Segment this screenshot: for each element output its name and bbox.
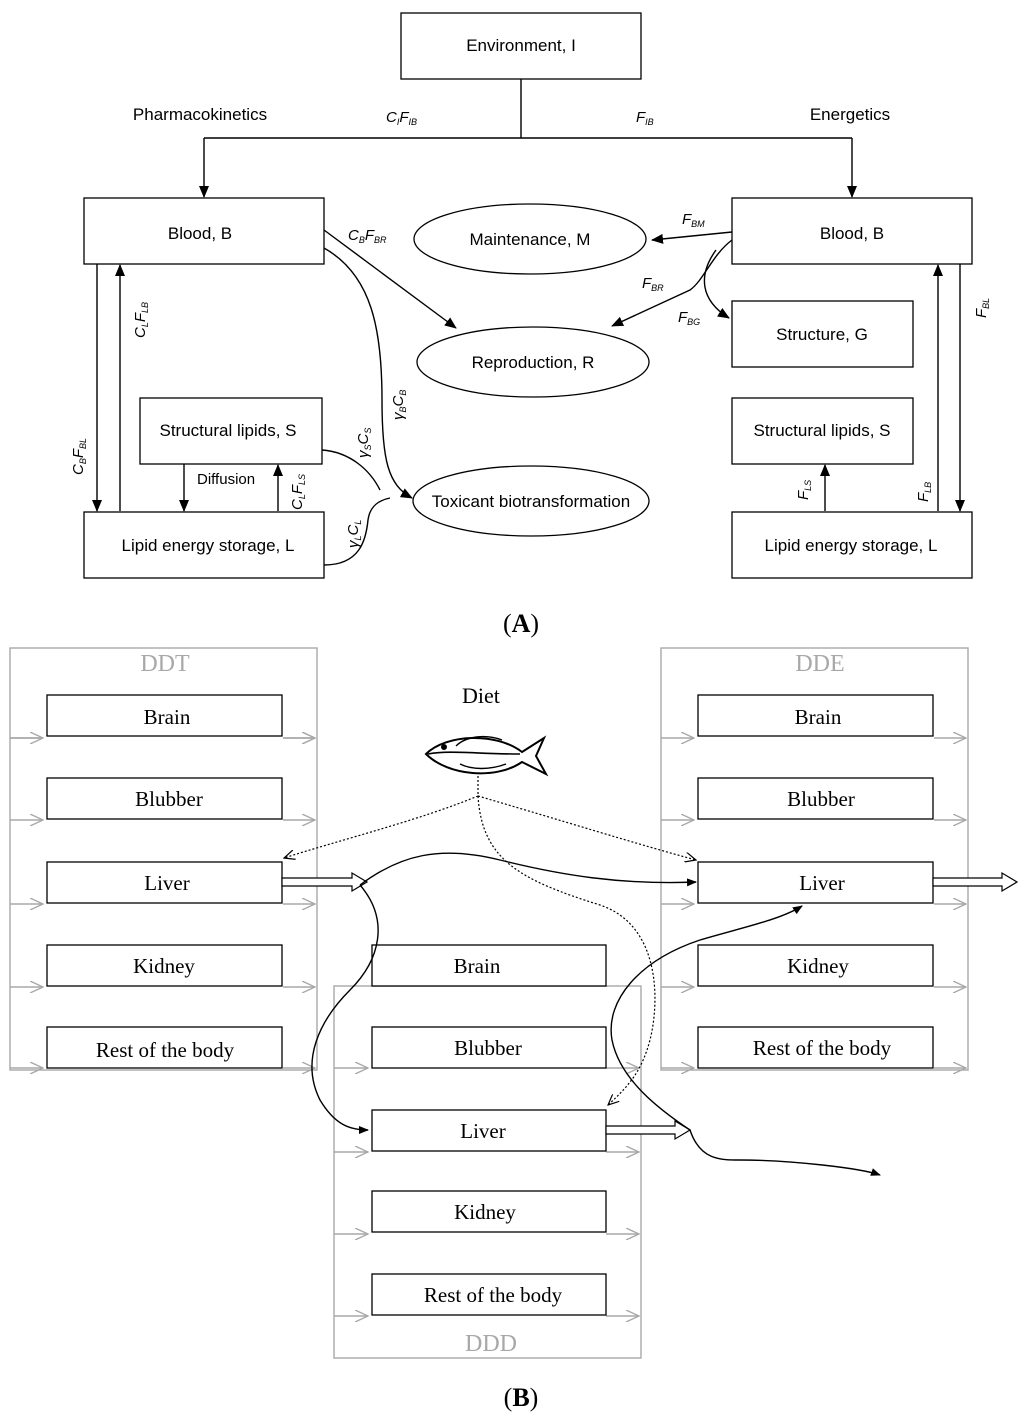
- ddt-rest-box: [46, 1026, 283, 1069]
- flow-cl-flb: CLFLB: [132, 302, 150, 338]
- structural-lipids-left-box: [139, 397, 323, 465]
- structure-label: Structure, G: [776, 325, 868, 344]
- lipid-storage-left-box: [83, 511, 325, 579]
- ddd-kidney-label: Kidney: [454, 1200, 516, 1224]
- dde-brain-box: [697, 694, 934, 737]
- flow-cb-fbl: CBFBL: [70, 438, 88, 475]
- arrow-blood-to-maintenance: [651, 231, 733, 244]
- dde-title: DDE: [795, 651, 844, 677]
- fish-icon: [424, 735, 549, 777]
- diet-label: Diet: [462, 683, 500, 708]
- panel-a: Environment, I Pharmacokinetics Energeti…: [70, 12, 991, 638]
- panel-b: DDT DDE DDD: [9, 647, 1019, 1412]
- dde-container: [660, 647, 969, 1071]
- ddd-blubber-label: Blubber: [454, 1036, 522, 1060]
- ddd-blubber-box: [371, 1026, 607, 1069]
- structural-lipids-left-label: Structural lipids, S: [160, 421, 297, 440]
- ddd-kidney-box: [371, 1190, 607, 1233]
- reproduction-label: Reproduction, R: [472, 353, 595, 372]
- environment-split-line: [204, 79, 852, 139]
- ddt-container: [9, 647, 318, 1071]
- structure-box: [731, 300, 914, 368]
- ddt-blubber-box: [46, 777, 283, 820]
- flow-fbg: FBG: [678, 309, 700, 327]
- dde-rest-label: Rest of the body: [753, 1036, 892, 1060]
- ddd-rest-label: Rest of the body: [424, 1283, 563, 1307]
- flow-gamma-b-cb: γBCB: [390, 390, 408, 420]
- blood-left-label: Blood, B: [168, 224, 232, 243]
- ddd-liver-label: Liver: [460, 1119, 505, 1143]
- maintenance-label: Maintenance, M: [470, 230, 591, 249]
- ddd-rest-box: [371, 1273, 607, 1316]
- ddt-kidney-box: [46, 944, 283, 987]
- flow-fbl: FBL: [973, 298, 991, 318]
- blood-right-label: Blood, B: [820, 224, 884, 243]
- dde-kidney-box: [697, 944, 934, 987]
- dde-kidney-label: Kidney: [787, 954, 849, 978]
- reproduction-ellipse: [416, 326, 650, 398]
- toxicant-label: Toxicant biotransformation: [432, 492, 630, 511]
- ddd-organs: Brain Blubber Liver Kidney Rest of the b…: [371, 944, 607, 1316]
- arrow-blood-to-structure: [703, 249, 730, 319]
- ddt-brain-label: Brain: [144, 705, 191, 729]
- flow-gamma-l-cl: γLCL: [345, 520, 363, 548]
- dde-organs: Brain Blubber Liver Kidney Rest of the b…: [697, 694, 934, 1069]
- lipid-storage-right-label: Lipid energy storage, L: [765, 536, 938, 555]
- dde-rest-box: [697, 1026, 934, 1069]
- arrow-blood-to-reproduction-right: [611, 239, 733, 327]
- blood-left-box: [83, 197, 325, 265]
- toxicant-ellipse: [412, 465, 650, 537]
- flow-fib: FIB: [636, 109, 654, 127]
- dde-gray-arrows: [661, 738, 966, 1068]
- dde-blubber-box: [697, 777, 934, 820]
- structural-lipids-right-label: Structural lipids, S: [754, 421, 891, 440]
- environment-label: Environment, I: [466, 36, 576, 55]
- flow-flb: FLB: [915, 482, 933, 502]
- ddt-gray-arrows: [10, 738, 315, 1068]
- panel-a-label: (A): [503, 609, 539, 638]
- metabolism-arrows: [311, 852, 881, 1176]
- panel-b-label: (B): [504, 1383, 539, 1412]
- blood-right-box: [731, 197, 973, 265]
- ddt-title: DDT: [140, 651, 190, 677]
- ddt-kidney-label: Kidney: [133, 954, 195, 978]
- lipid-storage-right-box: [731, 511, 973, 579]
- arrow-lipid-to-toxicant: [323, 497, 391, 566]
- flow-fbr: FBR: [642, 275, 664, 293]
- ddt-organs: Brain Blubber Liver Kidney Rest of the b…: [46, 694, 283, 1069]
- dde-blubber-label: Blubber: [787, 787, 855, 811]
- arrow-structural-lipids-to-toxicant: [321, 449, 381, 491]
- arrow-blood-to-reproduction: [323, 229, 457, 329]
- dde-liver-label: Liver: [799, 871, 844, 895]
- structural-lipids-right-box: [731, 397, 914, 465]
- ddt-liver-label: Liver: [144, 871, 189, 895]
- ddt-brain-box: [46, 694, 283, 737]
- lipid-storage-left-label: Lipid energy storage, L: [122, 536, 295, 555]
- flow-gamma-s-cs: γSCS: [355, 428, 373, 458]
- ddt-liver-box: [46, 861, 283, 904]
- flow-cb-fbr: CBFBR: [348, 227, 387, 245]
- dde-liver-box: [697, 861, 934, 904]
- ddd-brain-box: [371, 944, 607, 987]
- flow-ci-fib: CIFIB: [386, 109, 417, 127]
- ddt-blubber-label: Blubber: [135, 787, 203, 811]
- diet-dotted-arrows: [284, 776, 696, 1105]
- ddd-gray-arrows: [334, 1068, 639, 1316]
- hollow-arrows: [281, 871, 1019, 1141]
- flow-fls: FLS: [795, 480, 813, 500]
- environment-box: [400, 12, 642, 80]
- diffusion-label: Diffusion: [197, 471, 255, 488]
- arrow-blood-to-toxicant: [323, 247, 413, 499]
- flow-cl-fls: CLFLS: [289, 474, 307, 510]
- maintenance-ellipse: [413, 203, 647, 275]
- pharmacokinetics-label: Pharmacokinetics: [133, 105, 267, 124]
- dde-brain-label: Brain: [795, 705, 842, 729]
- ddd-title: DDD: [465, 1331, 517, 1357]
- ddt-rest-label: Rest of the body: [96, 1038, 235, 1062]
- ddd-brain-label: Brain: [454, 954, 501, 978]
- flow-fbm: FBM: [682, 211, 705, 229]
- energetics-label: Energetics: [810, 105, 890, 124]
